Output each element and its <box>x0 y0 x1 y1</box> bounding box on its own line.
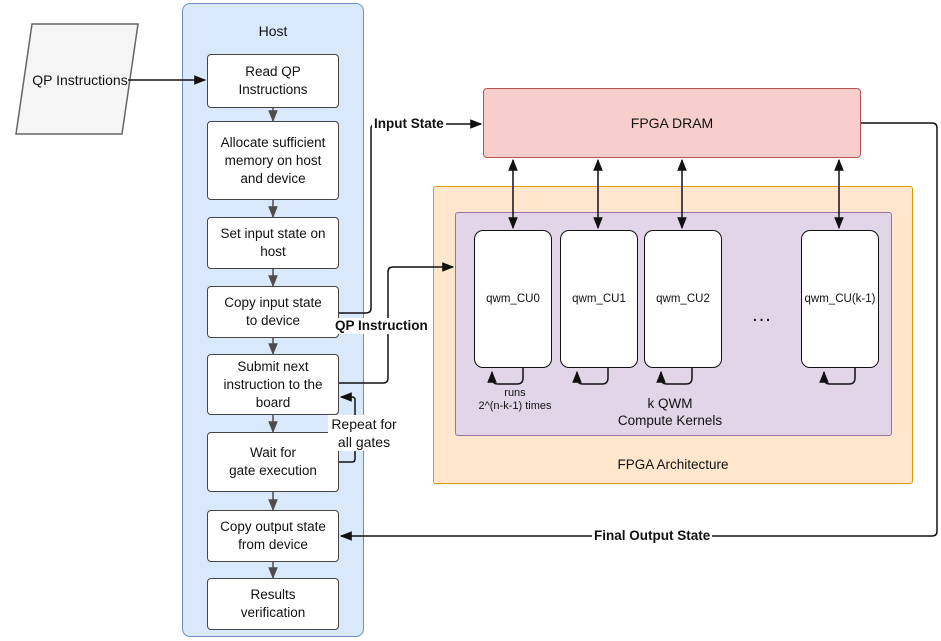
repeat-label: Repeat for all gates <box>328 415 400 451</box>
fpga-dram: FPGA DRAM <box>483 88 861 158</box>
step-set-input-state: Set input state on host <box>207 217 339 269</box>
qp-instruction-label: QP Instruction <box>333 318 430 334</box>
step-results-verification: Results verification <box>207 578 339 630</box>
host-title: Host <box>258 23 288 39</box>
step-copy-input-state: Copy input state to device <box>207 286 339 338</box>
loop-note: runs 2^(n-k-1) times <box>478 387 552 412</box>
step-wait-execution: Wait for gate execution <box>207 432 339 492</box>
compute-unit-k-1: qwm_CU(k-1) <box>801 230 879 368</box>
step-allocate-memory: Allocate sufficient memory on host and d… <box>207 121 339 200</box>
compute-kernels-label: k QWM Compute Kernels <box>617 396 723 428</box>
final-output-state-label: Final Output State <box>592 528 713 544</box>
step-copy-output-state: Copy output state from device <box>207 510 339 562</box>
fpga-architecture-label: FPGA Architecture <box>617 456 729 472</box>
qp-instructions-label: QP Instructions <box>32 72 128 88</box>
compute-unit-1: qwm_CU1 <box>560 230 638 368</box>
step-submit-instruction: Submit next instruction to the board <box>207 354 339 415</box>
more-units-ellipsis: ... <box>752 303 772 326</box>
step-read-instructions: Read QP Instructions <box>207 54 339 108</box>
input-state-label: Input State <box>372 116 446 132</box>
compute-unit-0: qwm_CU0 <box>474 230 552 368</box>
compute-unit-2: qwm_CU2 <box>644 230 722 368</box>
